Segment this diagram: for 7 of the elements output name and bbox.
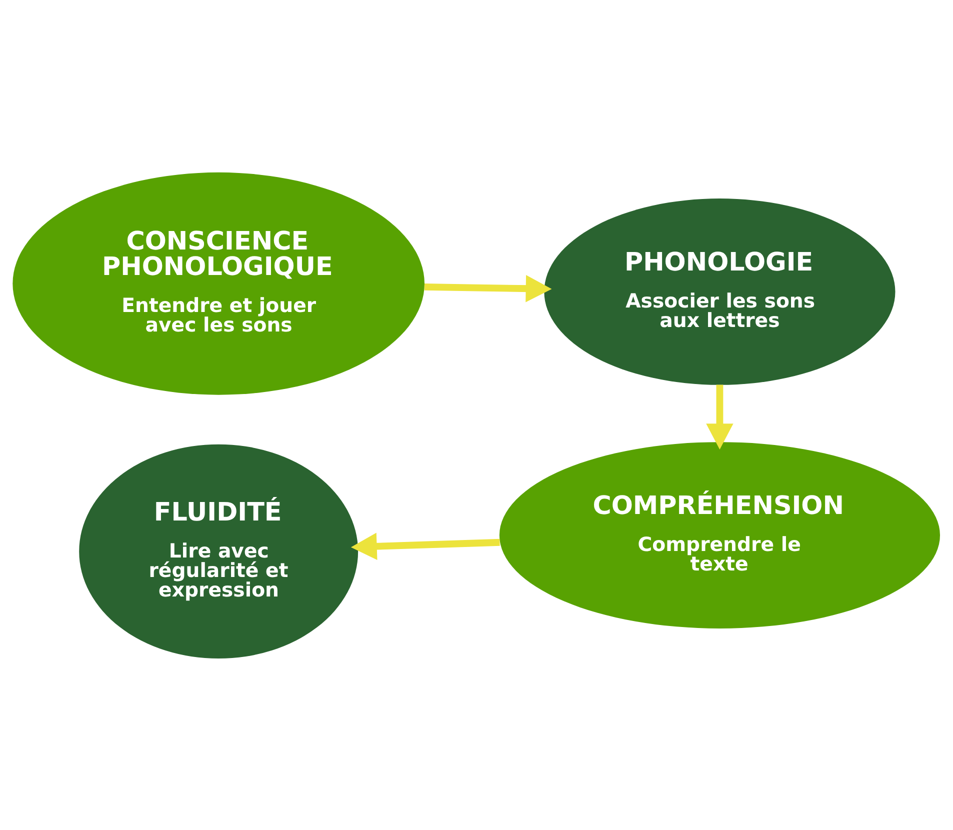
node-ellipse: FLUIDITÉ Lire avec régularité et expression <box>79 444 358 658</box>
node-ellipse: CONSCIENCE PHONOLOGIQUE Entendre et jouer avec les sons <box>12 172 424 394</box>
arrow <box>350 532 500 560</box>
node-ellipse: PHONOLOGIE Associer les sons aux lettres <box>544 198 896 384</box>
node-ellipse: COMPRÉHENSION Comprendre le texte <box>499 442 940 628</box>
arrow <box>424 274 552 302</box>
arrow <box>706 384 734 449</box>
